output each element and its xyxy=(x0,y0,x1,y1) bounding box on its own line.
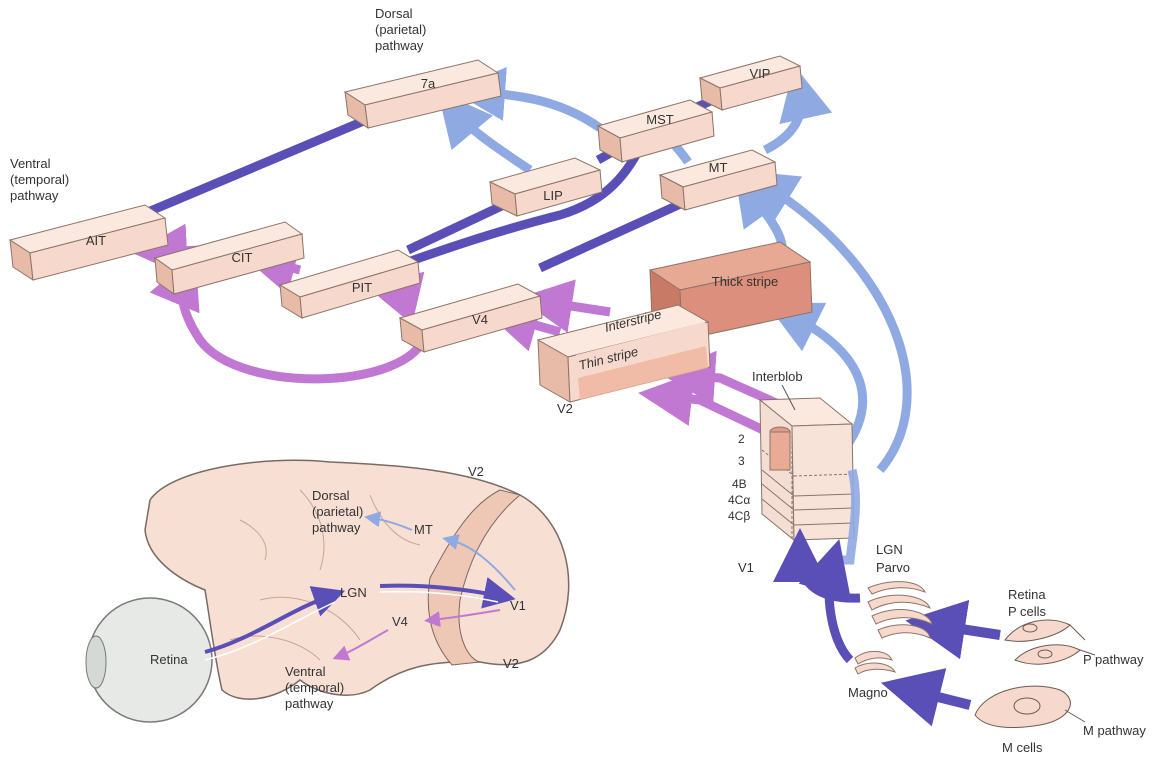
label-magno: Magno xyxy=(848,685,888,700)
layer-4c-beta: 4Cβ xyxy=(728,509,750,523)
brain-dorsal-line-1: Dorsal xyxy=(312,488,350,503)
brain-retina-lgn xyxy=(204,586,346,654)
brain-label-v2-top: V2 xyxy=(468,464,484,479)
retina-p-cells xyxy=(1004,619,1096,665)
conn-magno-v1 xyxy=(798,538,854,664)
area-ait: AIT xyxy=(8,204,169,281)
brain-label-v4: V4 xyxy=(392,614,408,629)
label-p-pathway: P pathway xyxy=(1083,652,1144,667)
conn-v4-cit-loop xyxy=(149,253,430,384)
dorsal-label-line-3: pathway xyxy=(375,38,424,53)
brain-dorsal-line-2: (parietal) xyxy=(312,504,363,519)
ventral-label-line-1: Ventral xyxy=(10,156,51,171)
layer-3: 3 xyxy=(738,454,745,468)
brain-v4-ventral xyxy=(332,629,389,661)
brain-lgn-v1 xyxy=(379,577,516,609)
conn-pcells-parvo xyxy=(905,599,1001,660)
brain-v1-v4 xyxy=(424,609,501,628)
label-interblob: Interblob xyxy=(752,369,803,384)
lgn-magno-layers xyxy=(854,651,896,675)
area-mt: MT xyxy=(658,149,778,211)
lgn-retina-inputs: LGN Parvo Magno Retina P cells P pathway… xyxy=(773,528,1146,755)
layer-4b: 4B xyxy=(732,477,747,491)
conn-lip-7a xyxy=(437,91,533,174)
area-v4: V4 xyxy=(398,283,543,353)
label-m-cells: M cells xyxy=(1002,740,1043,755)
brain-mt-dorsal xyxy=(364,511,413,531)
brain-dorsal-line-3: pathway xyxy=(312,520,361,535)
area-lip: LIP xyxy=(488,157,603,217)
conn-interstripe-v4 xyxy=(518,279,611,333)
brain-ventral-line-3: pathway xyxy=(285,696,334,711)
brain-label-mt: MT xyxy=(414,522,433,537)
area-cit: CIT xyxy=(153,221,305,296)
brain-inset: Dorsal (parietal) pathway MT LGN V4 V1 V… xyxy=(85,459,570,723)
retina-m-cell xyxy=(974,685,1086,729)
label-m-pathway: M pathway xyxy=(1083,723,1146,738)
layer-4c-alpha: 4Cα xyxy=(728,493,750,507)
label-lip: LIP xyxy=(543,188,563,203)
label-ait: AIT xyxy=(86,233,106,248)
area-mst: MST xyxy=(596,99,715,163)
label-pit: PIT xyxy=(352,280,372,295)
brain-label-v2-bottom: V2 xyxy=(503,656,519,671)
dorsal-label-line-1: Dorsal xyxy=(375,6,413,21)
label-v1: V1 xyxy=(738,560,754,575)
eye xyxy=(85,597,213,723)
lgn-parvo-layers xyxy=(867,581,933,639)
brain-v1-mt xyxy=(442,534,516,591)
area-vip: VIP xyxy=(698,55,803,111)
ventral-label-line-2: (temporal) xyxy=(10,172,69,187)
label-vip: VIP xyxy=(750,66,771,81)
brain-label-v1: V1 xyxy=(510,598,526,613)
layer-2: 2 xyxy=(738,432,745,446)
label-cit: CIT xyxy=(232,250,253,265)
brain-ventral-line-2: (temporal) xyxy=(285,680,344,695)
brain-ventral-line-1: Ventral xyxy=(285,664,326,679)
dorsal-label-line-2: (parietal) xyxy=(375,22,426,37)
conn-mst-pit xyxy=(406,145,644,267)
label-lgn: LGN xyxy=(876,542,903,557)
label-parvo: Parvo xyxy=(876,560,910,575)
area-v2-stripes: Interstripe Thin stripe V2 xyxy=(536,304,711,416)
label-mst: MST xyxy=(646,112,674,127)
area-pit: PIT xyxy=(278,249,421,319)
conn-v4-pit xyxy=(365,271,425,325)
conn-mt-v4 xyxy=(538,190,702,273)
label-thick-stripe: Thick stripe xyxy=(712,274,778,289)
v1-column: 2 3 4B 4Cα 4Cβ V1 Interblob xyxy=(728,369,860,575)
label-mt: MT xyxy=(709,160,728,175)
brain-label-retina: Retina xyxy=(150,652,188,667)
ventral-pathway-label: Ventral (temporal) pathway xyxy=(10,156,69,203)
label-p-cells: P cells xyxy=(1008,604,1047,619)
conn-mcells-magno xyxy=(880,668,972,727)
label-v4: V4 xyxy=(472,312,488,327)
conn-7a-ait xyxy=(146,107,387,217)
label-retina: Retina xyxy=(1008,587,1046,602)
dorsal-pathway-label: Dorsal (parietal) pathway xyxy=(375,6,426,53)
brain-label-lgn: LGN xyxy=(340,585,367,600)
label-7a: 7a xyxy=(421,76,436,91)
conn-mt-vip xyxy=(762,65,833,155)
conn-v1-mt xyxy=(742,170,912,473)
ventral-label-line-3: pathway xyxy=(10,188,59,203)
interblob-pointer xyxy=(781,384,796,411)
label-v2: V2 xyxy=(557,401,573,416)
area-7a: 7a xyxy=(343,59,502,130)
